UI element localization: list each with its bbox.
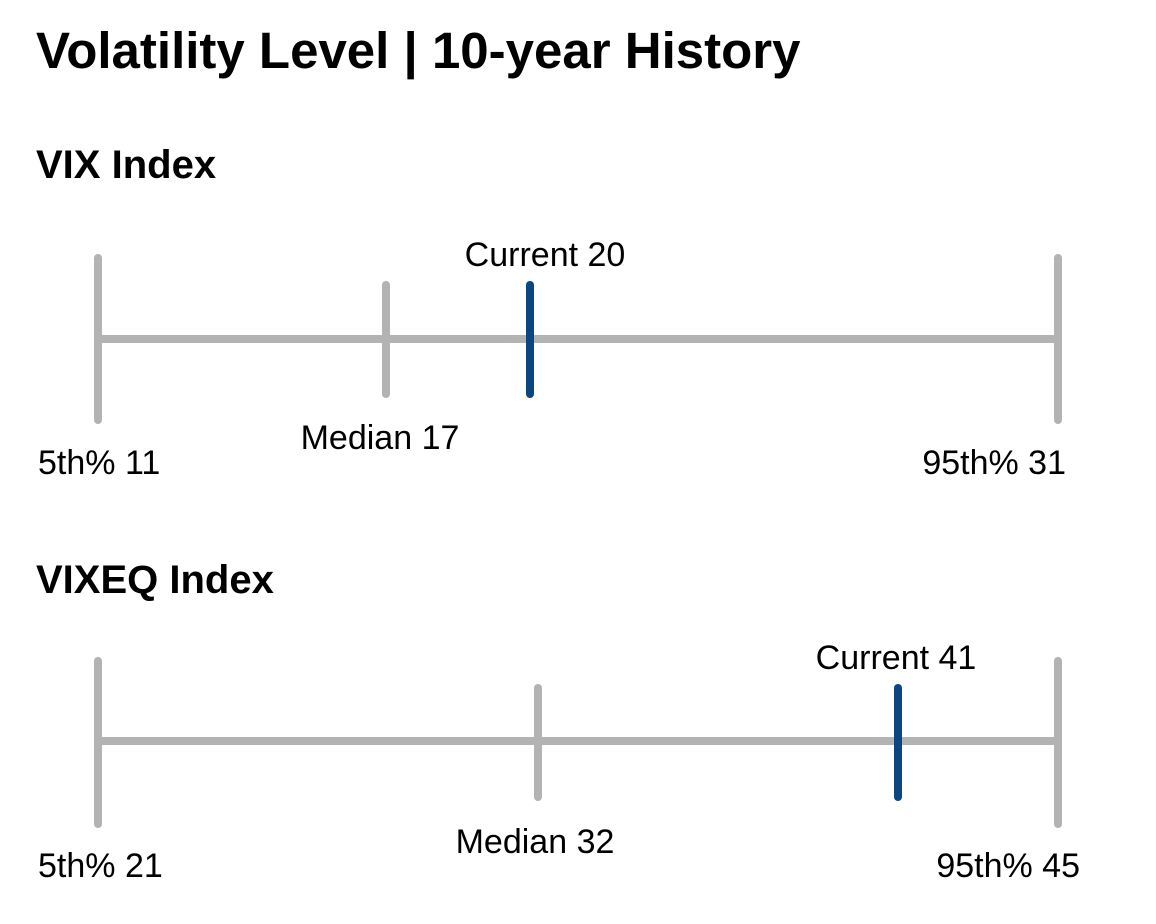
vix-median-label: Median 17	[301, 419, 460, 457]
vix-p5-label: 5th% 11	[38, 444, 160, 482]
vix-p95-label: 95th% 31	[922, 444, 1066, 482]
vixeq-current-label: Current 41	[816, 639, 977, 677]
vix-current-label: Current 20	[465, 236, 626, 274]
vixeq-p95-label: 95th% 45	[936, 847, 1080, 885]
vixeq-p5-label: 5th% 21	[38, 847, 163, 885]
vixeq-index-title: VIXEQ Index	[36, 558, 274, 602]
vix-index-title: VIX Index	[36, 143, 217, 187]
vixeq-median-label: Median 32	[456, 823, 615, 861]
chart-title: Volatility Level | 10-year History	[36, 22, 801, 79]
